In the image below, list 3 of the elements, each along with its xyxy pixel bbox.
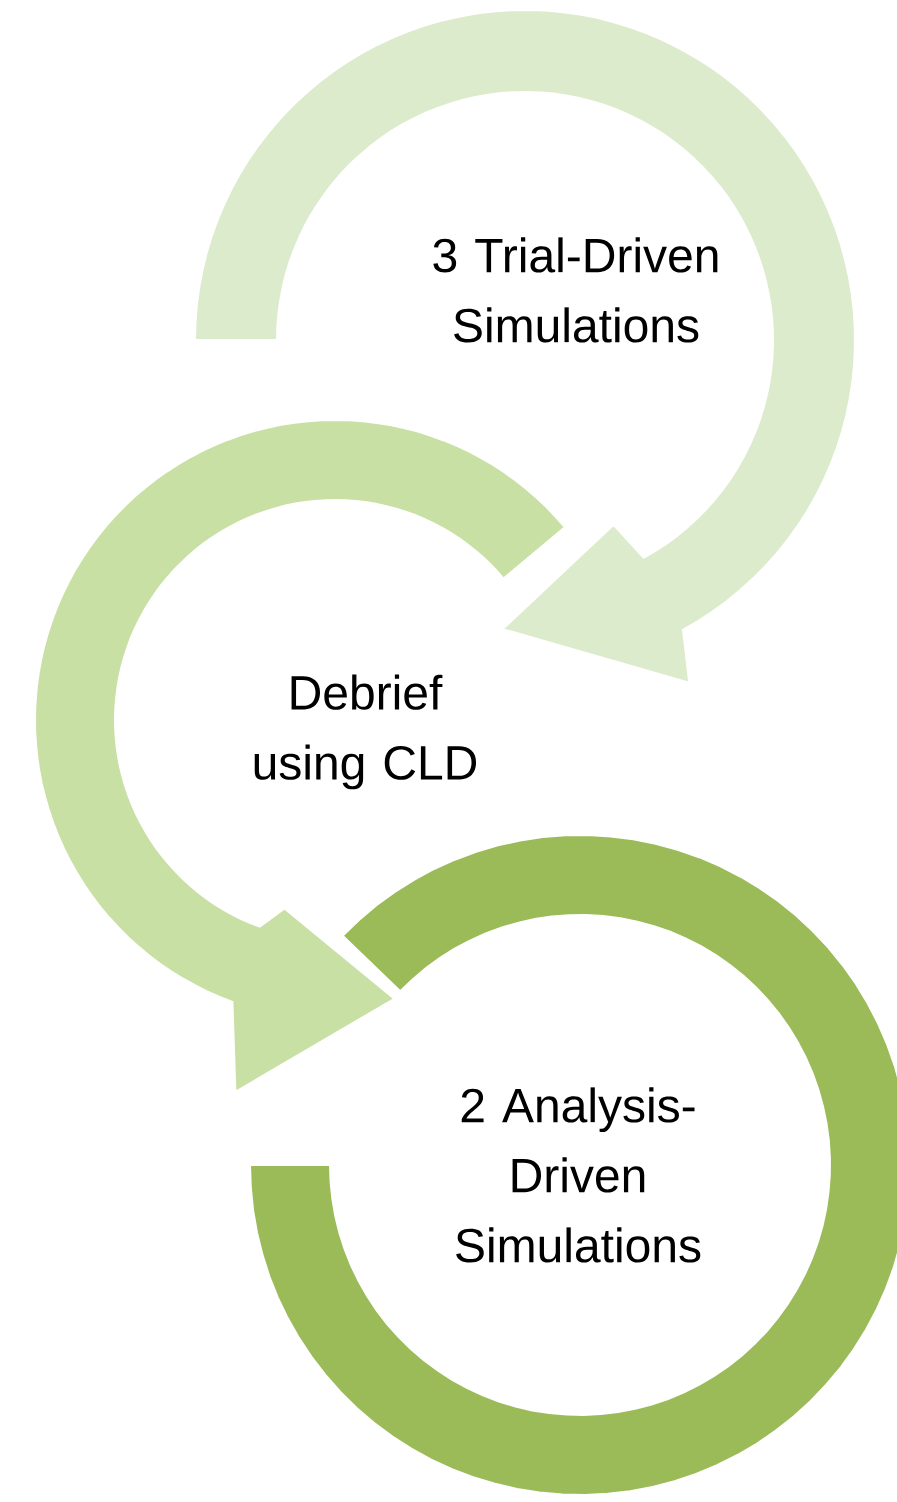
step-label: 2 Analysis-Driven Simulations [456,1087,701,1263]
step-label: Debrief using CLD [254,674,477,790]
step-label: 3 Trial-Driven Simulations [433,237,718,343]
